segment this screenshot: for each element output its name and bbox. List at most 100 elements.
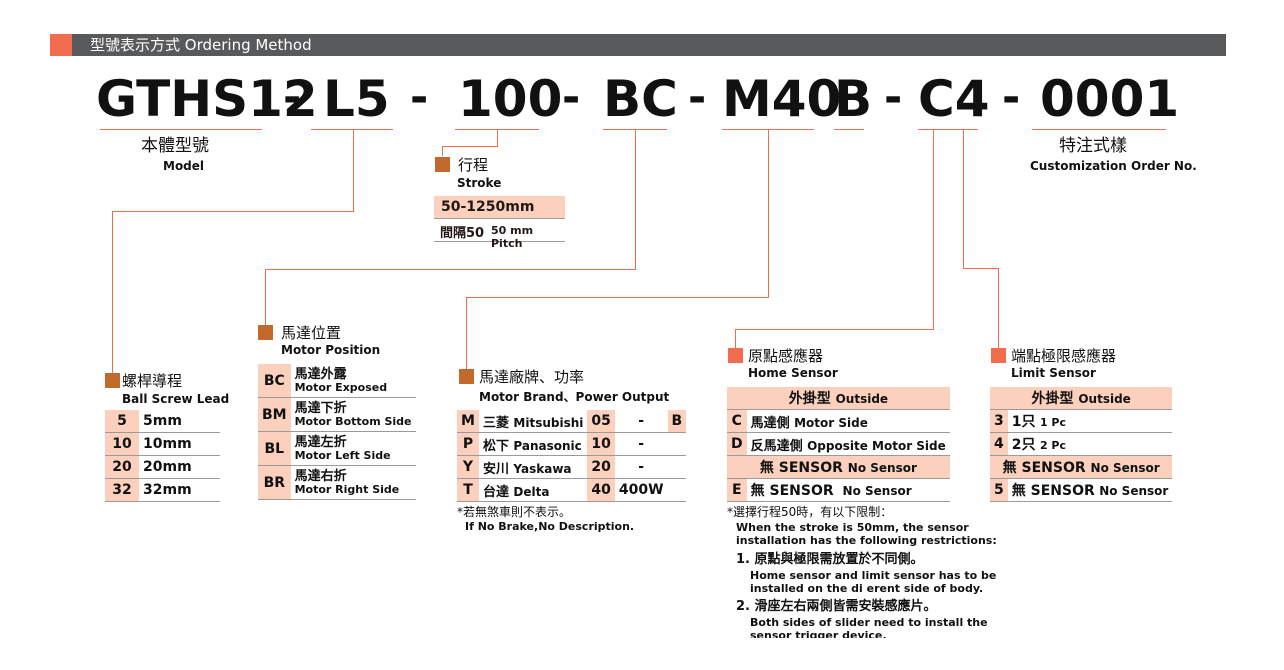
code-model: GTHS12 (96, 70, 318, 128)
home-outside-en: Outside (835, 392, 889, 406)
stroke-marker (435, 157, 450, 172)
position-en: Motor Bottom Side (294, 414, 412, 428)
underline-home (834, 129, 864, 130)
position-marker (258, 325, 273, 340)
connector-home (933, 129, 934, 329)
stroke-range-cell: 50-1250mm (434, 196, 565, 219)
lead-value: 20mm (139, 455, 220, 479)
brand-name: 台達 Delta (478, 478, 588, 502)
home-desc: 無 SENSOR No Sensor (746, 478, 950, 502)
home-outside-zh: 外掛型 (788, 391, 831, 407)
brand-note-en: If No Brake,No Description. (465, 520, 635, 533)
home-item2-zh: 2. 滑座左右兩側皆需安裝感應片。 (736, 599, 937, 614)
home-outside-header: 外掛型 Outside (727, 387, 950, 410)
code-dash-6: - (1002, 72, 1021, 123)
connector-position (635, 129, 636, 269)
home-en: Motor Side (794, 415, 868, 430)
connector-stroke-v2 (442, 146, 443, 156)
connector-brand-v2 (466, 297, 467, 369)
position-label-zh: 馬達位置 (281, 324, 342, 342)
model-label-en: Model (163, 159, 205, 173)
limit-code: 5 (990, 478, 1008, 502)
limit-marker (991, 348, 1006, 363)
model-label-zh: 本體型號 (141, 136, 209, 156)
power-code: 05 (587, 410, 615, 433)
brake-code: B (667, 410, 687, 433)
limit-outside-en: Outside (1078, 392, 1131, 406)
code-position: BC (603, 70, 678, 128)
brake-code (667, 432, 687, 456)
code-dash-1: - (283, 72, 302, 123)
lead-value: 10mm (139, 432, 220, 456)
brand-marker (459, 369, 474, 384)
limit-label-zh: 端點極限感應器 (1011, 347, 1117, 365)
brand-name: 松下 Panasonic (478, 432, 588, 456)
connector-lead-h (112, 211, 354, 212)
connector-limit-v2 (998, 268, 999, 348)
limit-desc: 2只 2 Pc (1007, 432, 1173, 456)
brand-label-en: Motor Brand、Power Output (479, 390, 670, 404)
brand-name: 三菱 Mitsubishi (478, 410, 588, 433)
power-value: - (614, 455, 668, 479)
lead-code: 32 (105, 478, 139, 502)
position-en: Motor Left Side (294, 448, 391, 462)
home-code: D (727, 432, 747, 456)
power-code: 40 (587, 478, 615, 502)
code-custom: 0001 (1040, 70, 1180, 128)
table-row: 外掛型 Outside (727, 387, 950, 410)
connector-lead-v2 (112, 211, 113, 373)
home-note-en2: installation has the following restricti… (736, 534, 997, 547)
limit-label-en: Limit Sensor (1011, 366, 1096, 380)
connector-limit-h (963, 268, 999, 269)
home-item1-en2: installed on the di erent side of body. (750, 582, 984, 595)
code-brand: M40 (722, 70, 842, 128)
power-code: 20 (587, 455, 615, 479)
home-item2-en1: Both sides of slider need to install the (750, 616, 988, 629)
lead-code: 20 (105, 455, 139, 479)
code-home: B (834, 70, 873, 128)
position-label-en: Motor Position (281, 343, 381, 357)
brand-code: M (457, 410, 479, 433)
home-desc: 馬達側 Motor Side (746, 409, 950, 433)
position-zh: 馬達左折 (294, 434, 347, 450)
lead-label-en: Ball Screw Lead (122, 392, 230, 406)
home-note-en1: When the stroke is 50mm, the sensor (736, 521, 969, 534)
brand-note-zh: *若無煞車則不表示。 (457, 505, 572, 519)
power-value: 400W (614, 478, 668, 502)
home-label-en: Home Sensor (748, 366, 838, 380)
brand-zh: 松下 (482, 438, 509, 454)
underline-model (100, 129, 262, 130)
home-note-zh: *選擇行程50時，有以下限制： (727, 505, 893, 519)
limit-outside-zh: 外掛型 (1031, 391, 1074, 407)
limit-en: No Sensor (1099, 484, 1169, 498)
stroke-range: 50-1250mm (441, 199, 535, 215)
home-en: No Sensor (842, 484, 912, 498)
home-code: E (727, 478, 747, 502)
home-marker (728, 348, 743, 363)
limit-code: 4 (990, 432, 1008, 456)
code-dash-5: - (884, 72, 903, 123)
limit-zh: 無 SENSOR (1011, 483, 1095, 499)
home-desc: 反馬達側 Opposite Motor Side (746, 432, 950, 456)
brand-code: P (457, 432, 479, 456)
home-nosensor-zh: 無 SENSOR (759, 460, 843, 476)
brand-zh: 台達 (482, 484, 509, 500)
home-item1-zh: 1. 原點與極限需放置於不同側。 (736, 552, 924, 567)
power-code: 10 (587, 432, 615, 456)
underline-lead (311, 129, 393, 130)
